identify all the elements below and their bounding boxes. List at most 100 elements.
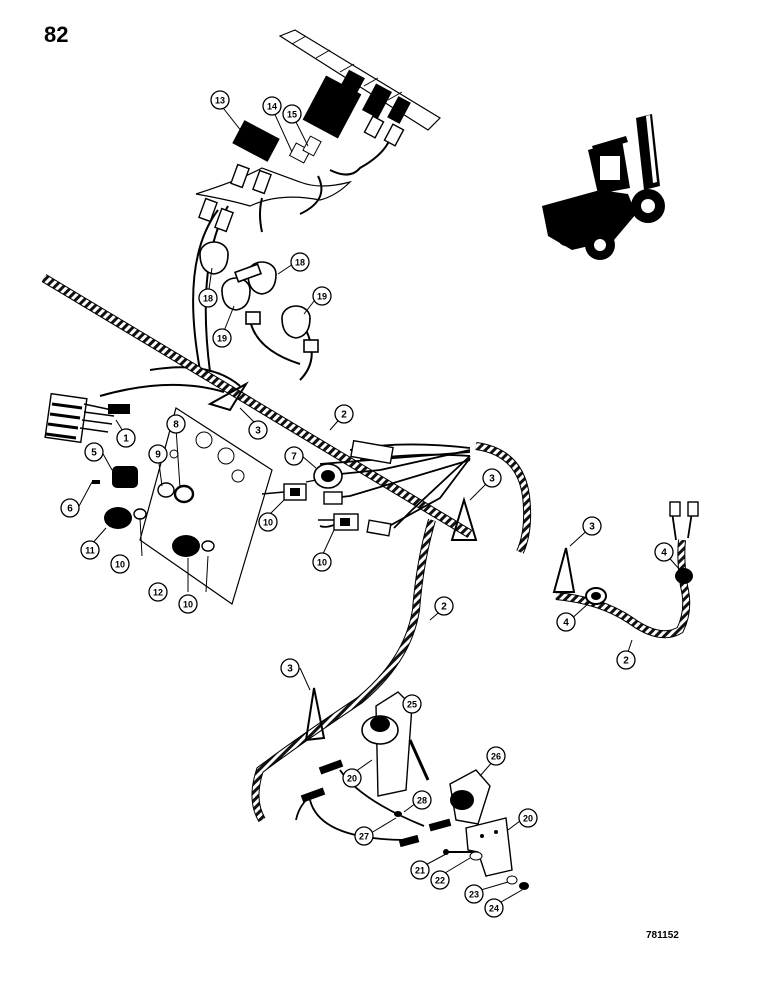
callout-circle xyxy=(166,414,186,434)
callout-label: 3 xyxy=(255,426,261,437)
callout-6: 6 xyxy=(60,498,80,518)
callout-circle xyxy=(84,442,104,462)
callout-label: 13 xyxy=(215,96,225,106)
callout-24: 24 xyxy=(484,898,504,918)
callout-label: 4 xyxy=(563,618,569,629)
upper-connectors xyxy=(198,115,405,233)
page-number: 82 xyxy=(44,22,69,47)
callout-3: 3 xyxy=(482,468,502,488)
callout-label: 18 xyxy=(295,258,305,268)
relay-brackets xyxy=(361,691,529,890)
callout-label: 9 xyxy=(155,450,161,461)
callout-circle xyxy=(262,96,282,116)
callout-label: 2 xyxy=(623,656,629,667)
callout-circle xyxy=(354,826,374,846)
panel-switches xyxy=(92,463,359,557)
instrument-panel-plate xyxy=(139,407,273,605)
callout-label: 20 xyxy=(523,814,533,824)
callout-layer: 1222333344567891010101011121314151818191… xyxy=(60,90,674,918)
callout-label: 10 xyxy=(317,558,327,568)
callout-3: 3 xyxy=(248,420,268,440)
callout-label: 12 xyxy=(153,588,163,598)
callout-circle xyxy=(334,404,354,424)
callout-circle xyxy=(486,746,506,766)
dashboard-panel-top xyxy=(195,29,441,207)
callout-19: 19 xyxy=(212,328,232,348)
callout-9: 9 xyxy=(148,444,168,464)
callout-circle xyxy=(290,252,310,272)
callout-label: 19 xyxy=(217,334,227,344)
callout-7: 7 xyxy=(284,446,304,466)
callout-label: 8 xyxy=(173,420,179,431)
callout-circle xyxy=(412,790,432,810)
callout-10: 10 xyxy=(178,594,198,614)
callout-circle xyxy=(80,540,100,560)
callout-19: 19 xyxy=(312,286,332,306)
callout-circle xyxy=(280,658,300,678)
callout-label: 23 xyxy=(469,890,479,900)
grommets xyxy=(585,568,693,605)
callout-2: 2 xyxy=(616,650,636,670)
callout-circle xyxy=(210,90,230,110)
callout-14: 14 xyxy=(262,96,282,116)
callout-label: 19 xyxy=(317,292,327,302)
callout-circle xyxy=(312,552,332,572)
callout-label: 2 xyxy=(441,602,447,613)
callout-circle xyxy=(410,860,430,880)
callout-label: 10 xyxy=(263,518,273,528)
callout-25: 25 xyxy=(402,694,422,714)
callout-circle xyxy=(434,596,454,616)
callout-15: 15 xyxy=(282,104,302,124)
callout-circle xyxy=(464,884,484,904)
callout-18: 18 xyxy=(198,288,218,308)
callout-circle xyxy=(654,542,674,562)
callout-label: 3 xyxy=(489,474,495,485)
callout-label: 28 xyxy=(417,796,427,806)
harness-clips xyxy=(207,381,576,742)
callout-10: 10 xyxy=(110,554,130,574)
callout-label: 21 xyxy=(415,866,425,876)
callout-20: 20 xyxy=(518,808,538,828)
callout-label: 25 xyxy=(407,700,417,710)
callout-label: 24 xyxy=(489,904,499,914)
bulb-sockets xyxy=(199,241,319,353)
callout-circle xyxy=(402,694,422,714)
callout-circle xyxy=(616,650,636,670)
callout-26: 26 xyxy=(486,746,506,766)
callout-27: 27 xyxy=(354,826,374,846)
reference-code: 781152 xyxy=(646,930,679,941)
callout-label: 3 xyxy=(589,522,595,533)
callout-label: 2 xyxy=(341,410,347,421)
callout-circle xyxy=(556,612,576,632)
callout-label: 1 xyxy=(123,434,129,445)
callout-circle xyxy=(484,898,504,918)
callout-5: 5 xyxy=(84,442,104,462)
forklift-silhouette xyxy=(542,114,665,260)
callout-circle xyxy=(60,498,80,518)
callout-label: 4 xyxy=(661,548,667,559)
callout-3: 3 xyxy=(280,658,300,678)
callout-circle xyxy=(116,428,136,448)
callout-label: 14 xyxy=(267,102,277,112)
callout-circle xyxy=(248,420,268,440)
callout-4: 4 xyxy=(654,542,674,562)
callout-circle xyxy=(148,582,168,602)
callout-circle xyxy=(198,288,218,308)
callout-circle xyxy=(342,768,362,788)
callout-circle xyxy=(582,516,602,536)
callout-circle xyxy=(482,468,502,488)
callout-label: 11 xyxy=(85,546,95,556)
callout-11: 11 xyxy=(80,540,100,560)
callout-circle xyxy=(212,328,232,348)
callout-label: 5 xyxy=(91,448,97,459)
callout-label: 3 xyxy=(287,664,293,675)
callout-label: 10 xyxy=(115,560,125,570)
callout-label: 26 xyxy=(491,752,501,762)
callout-circle xyxy=(518,808,538,828)
callout-10: 10 xyxy=(312,552,332,572)
callout-8: 8 xyxy=(166,414,186,434)
multi-pin-connector xyxy=(44,392,130,444)
callout-23: 23 xyxy=(464,884,484,904)
callout-circle xyxy=(430,870,450,890)
callout-circle xyxy=(178,594,198,614)
